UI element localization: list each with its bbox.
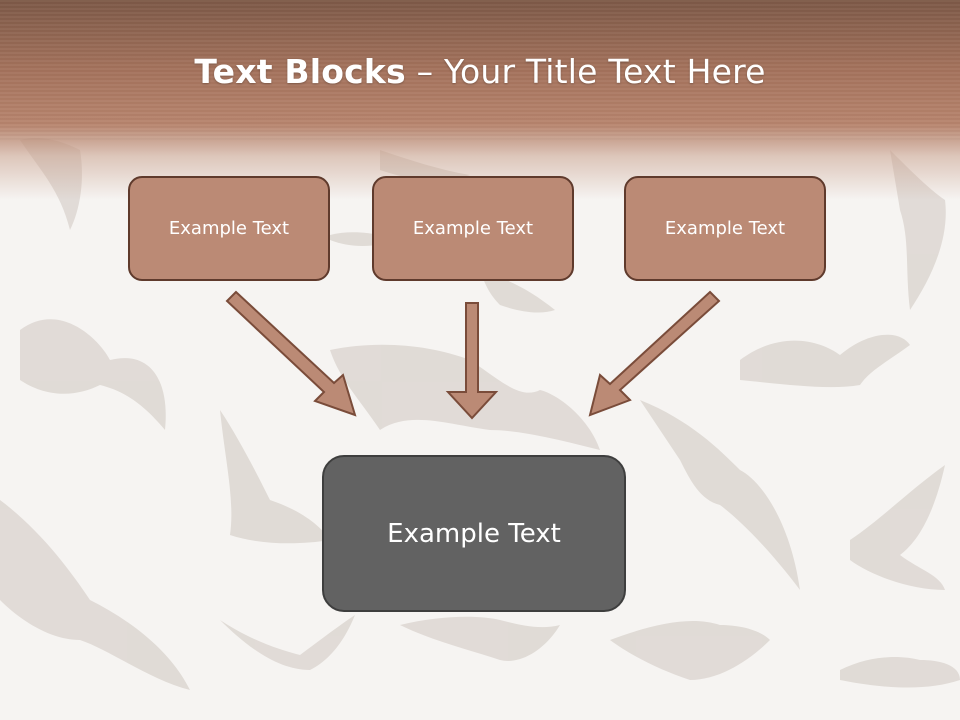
- box-3-label: Example Text: [664, 218, 786, 239]
- box-2-label: Example Text: [412, 218, 534, 239]
- target-box-label: Example Text: [387, 518, 561, 549]
- title-bold: Text Blocks: [194, 52, 406, 91]
- header-band: [0, 0, 960, 200]
- example-text-box-2[interactable]: Example Text: [372, 176, 574, 281]
- box-1-label: Example Text: [168, 218, 290, 239]
- title-dash: –: [405, 52, 444, 91]
- target-text-box[interactable]: Example Text: [322, 455, 626, 612]
- slide-title: Text Blocks – Your Title Text Here: [0, 52, 960, 91]
- title-rest: Your Title Text Here: [443, 52, 766, 91]
- arrow-center: [445, 302, 499, 420]
- example-text-box-1[interactable]: Example Text: [128, 176, 330, 281]
- header-texture: [0, 0, 960, 140]
- arrow-left: [225, 290, 357, 417]
- arrow-right: [588, 290, 721, 417]
- example-text-box-3[interactable]: Example Text: [624, 176, 826, 281]
